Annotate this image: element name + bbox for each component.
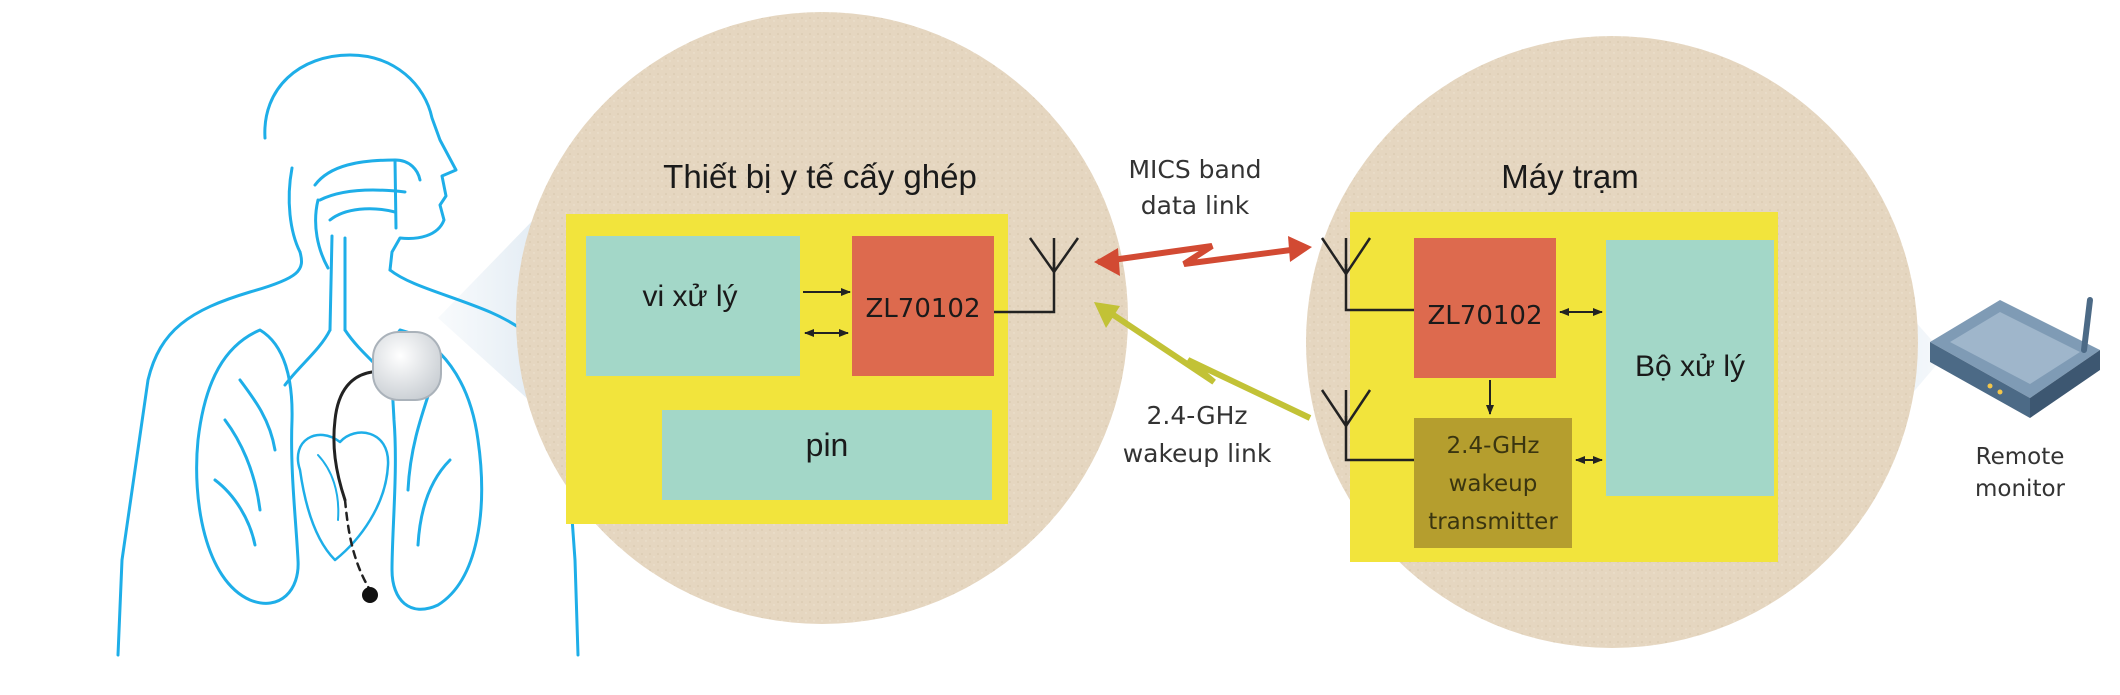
base-station-chip-block	[1414, 238, 1556, 378]
base-station-title: Máy trạm	[1501, 158, 1639, 195]
antenna-icon	[1320, 389, 1414, 462]
wakeup-link-line-1: 2.4-GHz	[1147, 401, 1248, 430]
lead-tip-icon	[362, 587, 378, 603]
wakeup-link-arrow	[1094, 302, 1312, 421]
remote-monitor-line-2: monitor	[1975, 476, 2066, 502]
wakeup-transmitter-block	[1414, 418, 1572, 548]
wakeup-tx-line-2: wakeup	[1449, 471, 1538, 497]
router-icon	[1930, 297, 2100, 418]
wakeup-tx-line-3: transmitter	[1428, 509, 1558, 535]
antenna-icon	[1320, 237, 1414, 312]
mics-link-line-2: data link	[1141, 191, 1250, 220]
wakeup-link-line-2: wakeup link	[1123, 439, 1272, 468]
implant-chip-block	[852, 236, 994, 376]
mics-data-link-arrow	[1094, 236, 1312, 276]
antenna-icon	[994, 237, 1080, 314]
implant-chip-label: ZL70102	[865, 294, 980, 324]
base-station-chip-label: ZL70102	[1427, 301, 1542, 331]
base-station-processor-label: Bộ xử lý	[1635, 350, 1745, 383]
human-anatomy-icon	[116, 53, 580, 657]
base-station-processor-block	[1606, 240, 1774, 496]
implant-battery-block	[662, 410, 992, 500]
implant-processor-label: vi xử lý	[642, 280, 737, 313]
implant-processor-block	[586, 236, 800, 376]
implant-device-icon	[372, 331, 442, 401]
wakeup-tx-line-1: 2.4-GHz	[1447, 433, 1540, 459]
mics-link-line-1: MICS band	[1128, 155, 1261, 184]
implant-battery-label: pin	[806, 427, 849, 463]
implant-title: Thiết bị y tế cấy ghép	[663, 158, 977, 195]
remote-monitor-line-1: Remote	[1976, 444, 2065, 470]
